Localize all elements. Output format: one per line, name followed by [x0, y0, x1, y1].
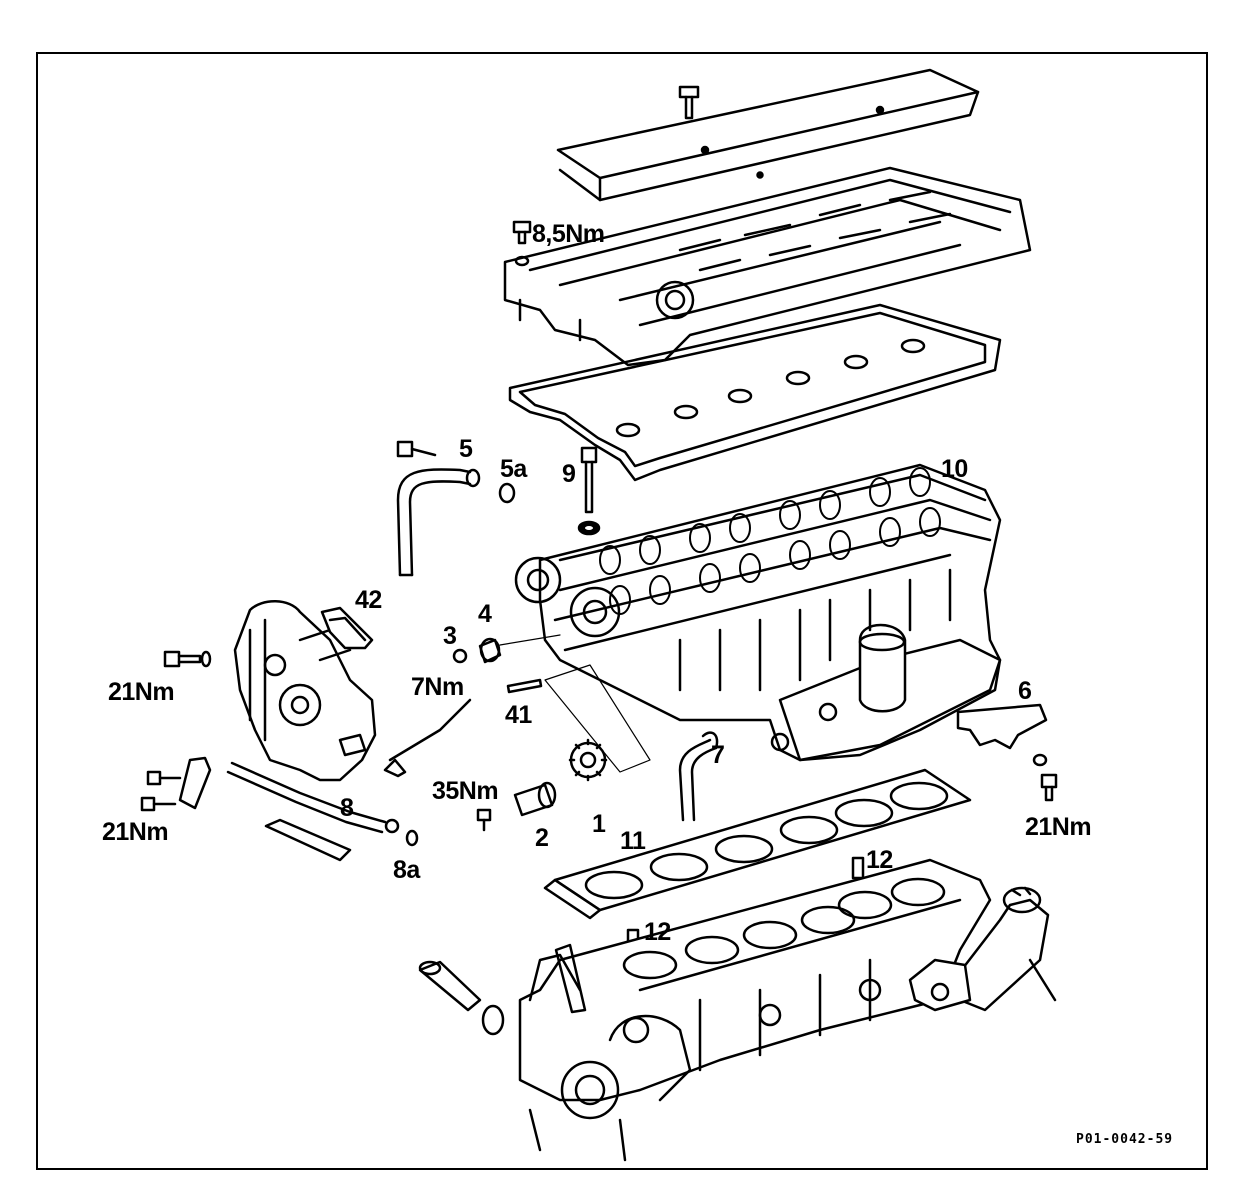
- label-part-10: 10: [941, 455, 968, 483]
- label-torque-8-5nm: 8,5Nm: [532, 220, 605, 248]
- label-part-7: 7: [711, 741, 725, 769]
- label-torque-35nm: 35Nm: [432, 777, 499, 805]
- label-part-8: 8: [340, 794, 354, 822]
- label-torque-21nm-upper-left: 21Nm: [108, 678, 175, 706]
- oil-filter-housing: [908, 886, 1057, 1012]
- label-part-5: 5: [459, 435, 473, 463]
- crankcase: [518, 858, 992, 1162]
- label-part-1: 1: [592, 810, 606, 838]
- pin-41: [506, 664, 651, 773]
- timing-case-cover: [233, 600, 377, 782]
- breather-hose-5: [396, 440, 516, 577]
- lower-left-bracket: [140, 756, 212, 812]
- diagram-frame: [36, 52, 1208, 1170]
- cover-screw: [512, 220, 532, 267]
- cylinder-head-cover: [503, 166, 1032, 367]
- label-part-12-left: 12: [644, 918, 671, 946]
- label-part-6: 6: [1018, 677, 1032, 705]
- part-42: [320, 606, 374, 650]
- label-part-2: 2: [535, 824, 549, 852]
- label-part-4: 4: [478, 600, 492, 628]
- label-part-12-right: 12: [866, 846, 893, 874]
- label-torque-7nm: 7Nm: [411, 673, 464, 701]
- label-torque-21nm-lower-left: 21Nm: [102, 818, 169, 846]
- label-torque-21nm-right: 21Nm: [1025, 813, 1092, 841]
- label-part-9: 9: [562, 460, 576, 488]
- label-part-11: 11: [620, 827, 646, 855]
- sprocket-1: [568, 738, 608, 782]
- label-part-8a: 8a: [393, 856, 420, 884]
- lower-left-gasket: [264, 698, 472, 862]
- cylinder-head: [514, 463, 1002, 762]
- hose-7: [678, 731, 719, 822]
- oil-tube-8: [226, 761, 419, 847]
- reference-code: P01-0042-59: [1076, 1132, 1174, 1147]
- bolt-21nm-upper-left: [163, 650, 212, 668]
- label-part-3: 3: [443, 622, 457, 650]
- top-cover-strip: [556, 68, 980, 202]
- head-gasket-11: [543, 768, 972, 920]
- part-3-and-4: [452, 634, 561, 664]
- bolt-9: [577, 446, 601, 536]
- label-part-42: 42: [355, 586, 382, 614]
- bracket-6: [956, 703, 1058, 802]
- label-part-5a: 5a: [500, 455, 527, 483]
- cover-gasket: [508, 303, 1002, 482]
- sender-unit: [418, 960, 505, 1036]
- part-2-bush: [476, 781, 557, 832]
- top-screw: [678, 85, 700, 120]
- label-part-41: 41: [505, 701, 532, 729]
